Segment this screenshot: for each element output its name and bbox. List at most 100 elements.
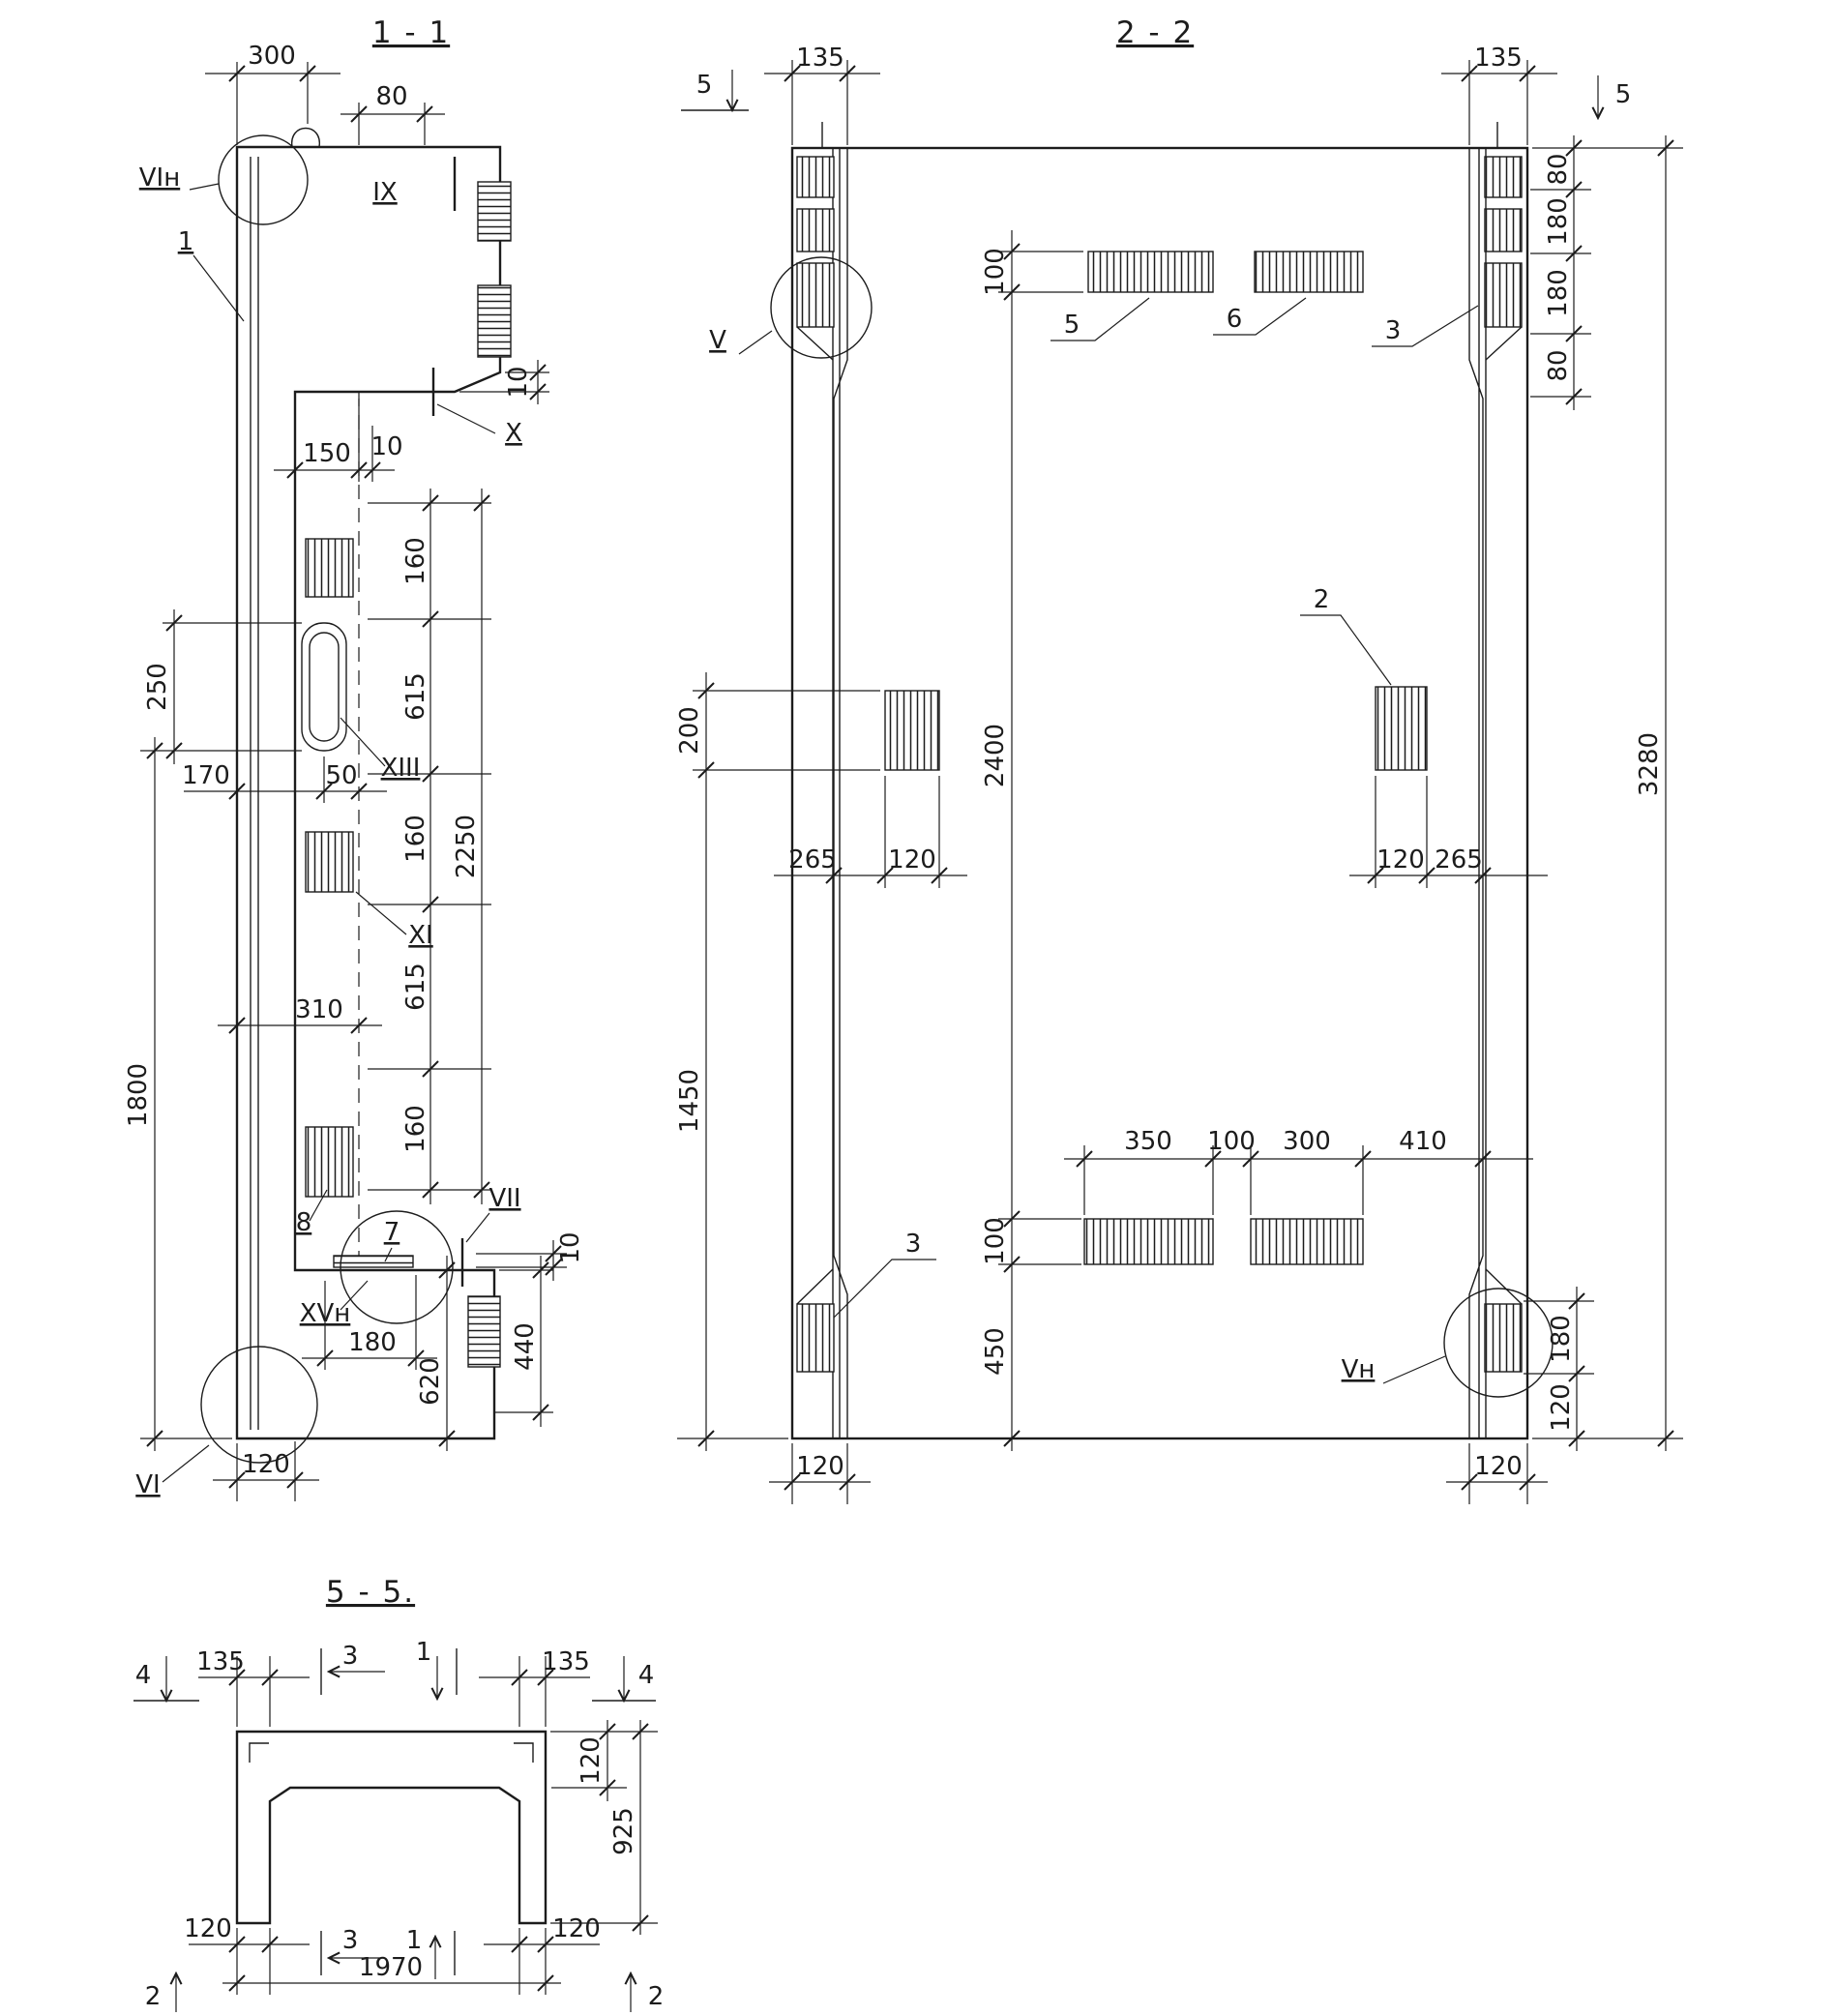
anchor-bar-top-2 <box>1254 251 1364 293</box>
dim-120-right: 120 <box>1376 845 1425 875</box>
dim-120-bot-left: 120 <box>796 1452 844 1481</box>
section-1-1: 1 - 1 300 80 VIн IX 1 10 X 150 10 160 61… <box>124 15 585 1501</box>
texts-1-1: 1 - 1 300 80 VIн IX 1 10 X 150 10 160 61… <box>124 15 585 1499</box>
anchor-bar-top-1 <box>1087 251 1214 293</box>
dim-2250: 2250 <box>452 815 481 878</box>
dim-120-c: 120 <box>1547 1383 1576 1432</box>
cut-label-3-top: 3 <box>342 1642 359 1671</box>
panel-outline-1-1 <box>235 127 502 1440</box>
dimension-lines-5-5 <box>133 1648 658 2012</box>
cut-label-5-left: 5 <box>696 71 713 100</box>
label-v-n: Vн <box>1342 1355 1376 1384</box>
item-5: 5 <box>1064 311 1080 340</box>
panel-details-2-2 <box>770 156 1554 1398</box>
cut-label-4-right: 4 <box>638 1661 655 1690</box>
dim-170: 170 <box>182 761 230 790</box>
label-x: X <box>505 419 522 448</box>
wall-key-right-1 <box>1484 156 1523 198</box>
dim-180-a: 180 <box>1544 197 1573 246</box>
dim-180-c: 180 <box>1547 1315 1576 1363</box>
dim-160-bot: 160 <box>401 1105 430 1153</box>
anchor-bar-bottom-1 <box>1083 1218 1214 1265</box>
cut-label-1-top: 1 <box>416 1638 432 1667</box>
label-xiii: XIII <box>381 754 421 783</box>
keyway-top-1 <box>477 181 512 242</box>
wall-key-left-bottom <box>796 1303 835 1373</box>
dim-120-bot-left: 120 <box>184 1914 232 1943</box>
panel-rect <box>790 146 1529 1440</box>
dim-10-gap: 10 <box>370 432 402 461</box>
label-v: V <box>709 326 726 355</box>
dim-160-top: 160 <box>401 537 430 585</box>
detail-circle-vi-n <box>218 134 309 225</box>
dim-100-top: 100 <box>981 248 1010 296</box>
lifting-slot-outer <box>301 622 347 752</box>
dim-250: 250 <box>143 663 172 711</box>
wall-key-left-2 <box>796 208 835 252</box>
lifting-hook <box>291 127 320 148</box>
dim-160-mid: 160 <box>401 815 430 863</box>
dim-120-bot-right: 120 <box>1474 1452 1523 1481</box>
section-2-2: 2 - 2 135 135 5 5 100 5 6 3 V 80 180 180… <box>675 15 1683 1504</box>
item-7: 7 <box>384 1218 400 1247</box>
dim-120-bot-right: 120 <box>552 1914 601 1943</box>
lifting-slot-inner <box>309 632 340 742</box>
panel-profile <box>235 145 502 1440</box>
dim-200: 200 <box>675 706 704 755</box>
dimension-lines-1-1 <box>140 62 567 1501</box>
dim-150: 150 <box>303 439 351 468</box>
right-wall-lines <box>1468 148 1487 1438</box>
wall-inner-lines <box>250 157 259 1430</box>
dim-620: 620 <box>416 1357 445 1406</box>
item-3-top: 3 <box>1385 316 1402 345</box>
dimension-lines-2-2 <box>677 60 1683 1504</box>
section-title-2-2: 2 - 2 <box>1116 15 1194 50</box>
dim-310: 310 <box>295 995 343 1024</box>
detail-circle-vi <box>200 1346 318 1464</box>
item-6: 6 <box>1227 305 1243 334</box>
detail-circle-v-n <box>1443 1288 1554 1398</box>
dim-100-bot: 100 <box>981 1217 1010 1265</box>
label-vi: VI <box>135 1470 160 1499</box>
detail-circle-7 <box>340 1210 454 1324</box>
dim-615-top: 615 <box>401 672 430 721</box>
anchor-square-right <box>1375 686 1428 771</box>
rebar-mesh-3 <box>305 1126 354 1198</box>
rebar-mesh-1 <box>305 538 354 598</box>
dim-2400: 2400 <box>981 724 1010 787</box>
dim-120: 120 <box>242 1450 290 1479</box>
panel-details-1-1 <box>200 134 512 1464</box>
dim-1800: 1800 <box>124 1063 153 1127</box>
left-wall-lines <box>832 148 848 1438</box>
dim-265-right: 265 <box>1435 845 1483 875</box>
corner-marks <box>249 1742 534 1763</box>
dim-1450: 1450 <box>675 1069 704 1133</box>
bar-stubs <box>821 122 1498 148</box>
dim-100-mid: 100 <box>1207 1127 1256 1156</box>
label-vii: VII <box>488 1184 520 1213</box>
detail-circle-v <box>770 256 873 359</box>
item-8: 8 <box>296 1208 312 1237</box>
dim-135-left: 135 <box>796 44 844 73</box>
dim-180-b: 180 <box>1544 269 1573 317</box>
channel-profile <box>235 1730 548 1925</box>
label-xv-n: XVн <box>300 1299 351 1328</box>
label-vi-n: VIн <box>139 163 180 193</box>
wall-key-left-1 <box>796 156 835 198</box>
item7-plate <box>333 1255 414 1268</box>
dim-300: 300 <box>1283 1127 1331 1156</box>
dim-265-left: 265 <box>788 845 837 875</box>
dim-450: 450 <box>981 1327 1010 1376</box>
dim-925: 925 <box>609 1807 638 1855</box>
cut-label-1-bottom: 1 <box>406 1926 423 1955</box>
wall-key-left-3 <box>796 262 835 328</box>
dim-350: 350 <box>1124 1127 1172 1156</box>
rebar-mesh-2 <box>305 831 354 893</box>
section-title-5-5: 5 - 5. <box>326 1575 415 1610</box>
cut-label-2-right: 2 <box>648 1982 665 2011</box>
wall-key-right-3 <box>1484 262 1523 328</box>
cut-label-4-left: 4 <box>135 1661 152 1690</box>
item-3-bottom: 3 <box>905 1230 922 1259</box>
